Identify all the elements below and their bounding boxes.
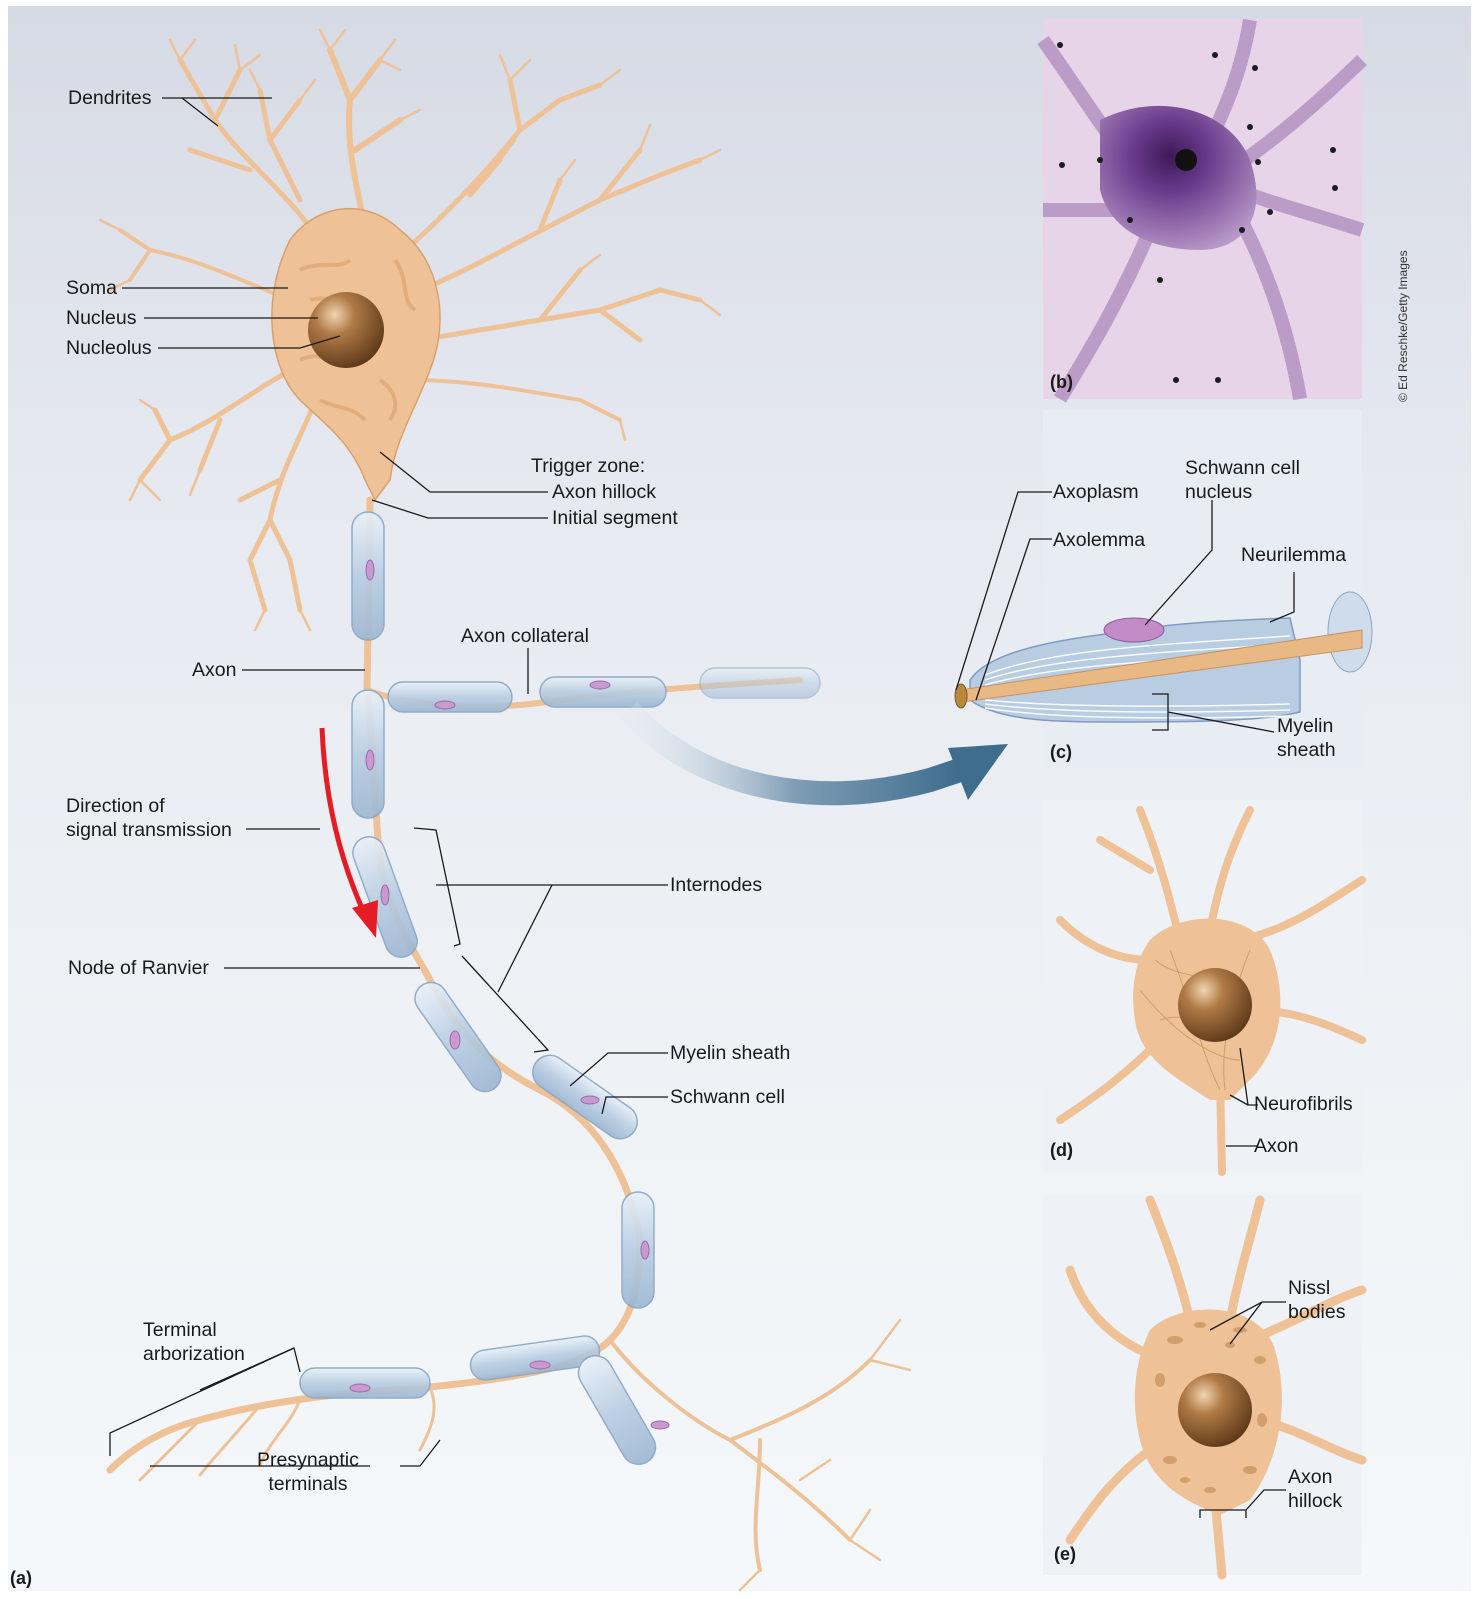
zoom-arrow (628, 710, 1008, 800)
label-node-of-ranvier: Node of Ranvier (68, 956, 209, 980)
label-nucleus: Nucleus (66, 306, 136, 330)
label-axoplasm: Axoplasm (1053, 480, 1139, 504)
nissl-panel (1043, 1195, 1362, 1575)
label-neurofibrils: Neurofibrils (1254, 1092, 1353, 1116)
panel-d-letter: (d) (1050, 1140, 1073, 1161)
label-nissl-bodies: Nissl bodies (1288, 1276, 1345, 1324)
soma (272, 209, 440, 500)
label-myelin-sheath: Myelin sheath (670, 1041, 790, 1065)
label-myelin-sheath-closeup: Myelin sheath (1277, 714, 1336, 762)
label-terminal-arborization: Terminal arborization (143, 1318, 245, 1366)
label-axon-hillock: Axon hillock (552, 480, 656, 504)
micrograph-panel (1043, 19, 1362, 399)
label-axon-hillock-e: Axon hillock (1288, 1465, 1342, 1513)
label-axon: Axon (192, 658, 236, 682)
label-axon-d: Axon (1254, 1134, 1298, 1158)
label-dendrites: Dendrites (68, 86, 151, 110)
panel-e-letter: (e) (1054, 1544, 1076, 1565)
label-axon-collateral: Axon collateral (461, 624, 589, 648)
label-trigger-zone: Trigger zone: (531, 454, 645, 478)
label-initial-segment: Initial segment (552, 506, 678, 530)
nucleus (308, 292, 384, 368)
panel-a-letter: (a) (10, 1568, 32, 1589)
label-signal-direction: Direction of signal transmission (66, 794, 232, 842)
label-axolemma: Axolemma (1053, 528, 1145, 552)
label-presynaptic-terminals: Presynaptic terminals (257, 1448, 359, 1496)
label-schwann-cell-nucleus: Schwann cell nucleus (1185, 456, 1300, 504)
label-schwann-cell: Schwann cell (670, 1085, 785, 1109)
label-soma: Soma (66, 276, 117, 300)
panel-c-letter: (c) (1050, 742, 1072, 763)
label-internodes: Internodes (670, 873, 762, 897)
neurofibrils-panel (1043, 800, 1362, 1172)
panel-b-letter: (b) (1050, 372, 1073, 393)
label-nucleolus: Nucleolus (66, 336, 152, 360)
myelin-segments (300, 512, 820, 1470)
photo-credit: © Ed Reschke/Getty Images (1396, 250, 1410, 402)
label-neurilemma: Neurilemma (1241, 543, 1346, 567)
